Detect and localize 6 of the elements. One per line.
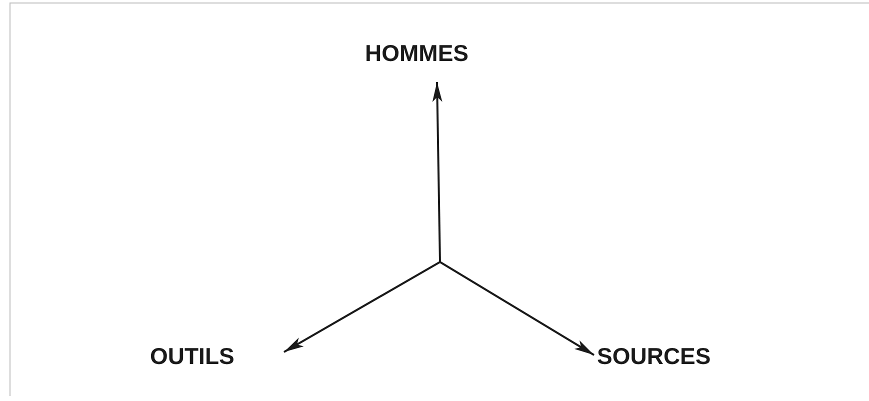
arrow	[432, 82, 442, 262]
axis-label: HOMMES	[365, 42, 468, 65]
arrow	[439, 261, 595, 356]
axis-label: SOURCES	[597, 345, 711, 368]
axis-label: OUTILS	[150, 345, 234, 368]
arrow	[284, 261, 440, 353]
